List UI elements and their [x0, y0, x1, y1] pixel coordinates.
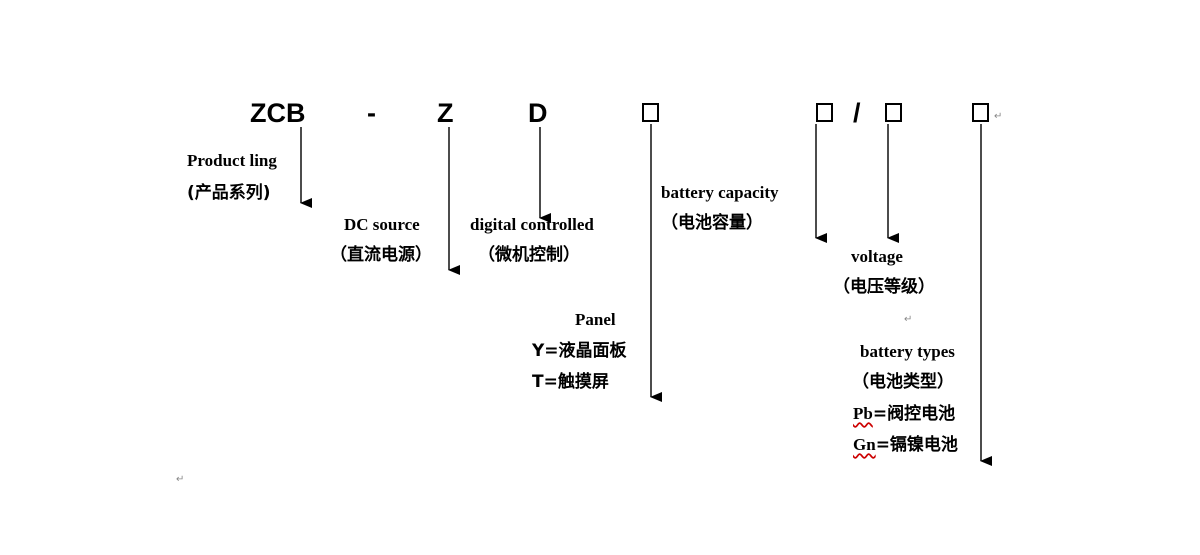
battery-capacity-label: battery capacity: [661, 183, 779, 202]
code-dash: -: [367, 98, 376, 128]
code-prefix: ZCB: [250, 98, 306, 128]
panel-label: Panel: [575, 310, 616, 329]
digital-controlled-label: digital controlled: [470, 215, 594, 234]
panel-option-t: T=触摸屏: [532, 372, 609, 392]
battery-type-gn-desc: =镉镍电池: [875, 435, 958, 455]
panel-option-y: Y=液晶面板: [532, 341, 627, 361]
code-types-box: [972, 103, 989, 122]
paragraph-mark-icon: ↵: [176, 474, 185, 485]
battery-type-pb-desc: =阀控电池: [872, 404, 956, 424]
code-z: Z: [437, 98, 454, 128]
code-slash: /: [853, 98, 861, 128]
code-panel-box: [642, 103, 659, 122]
product-line-cn-label: (产品系列): [187, 183, 271, 203]
product-line-label: Product ling: [187, 151, 277, 170]
code-d: D: [528, 98, 548, 128]
code-voltage-box: [885, 103, 902, 122]
code-capacity-box: [816, 103, 833, 122]
digital-controlled-cn-label: （微机控制）: [478, 245, 580, 265]
battery-type-pb: Pb=阀控电池: [853, 404, 955, 424]
battery-type-gn-code: Gn: [853, 435, 876, 454]
battery-capacity-cn-label: （电池容量）: [661, 213, 763, 233]
paragraph-mark-icon: ↵: [994, 111, 1003, 122]
voltage-cn-label: （电压等级）: [833, 277, 935, 297]
battery-type-gn: Gn=镉镍电池: [853, 435, 958, 455]
voltage-label: voltage: [851, 247, 903, 266]
battery-types-cn-label: （电池类型）: [852, 372, 954, 392]
dc-source-label: DC source: [344, 215, 420, 234]
battery-types-label: battery types: [860, 342, 955, 361]
dc-source-cn-label: （直流电源）: [330, 245, 432, 265]
battery-type-pb-code: Pb: [853, 404, 873, 423]
paragraph-mark-icon: ↵: [904, 314, 913, 325]
